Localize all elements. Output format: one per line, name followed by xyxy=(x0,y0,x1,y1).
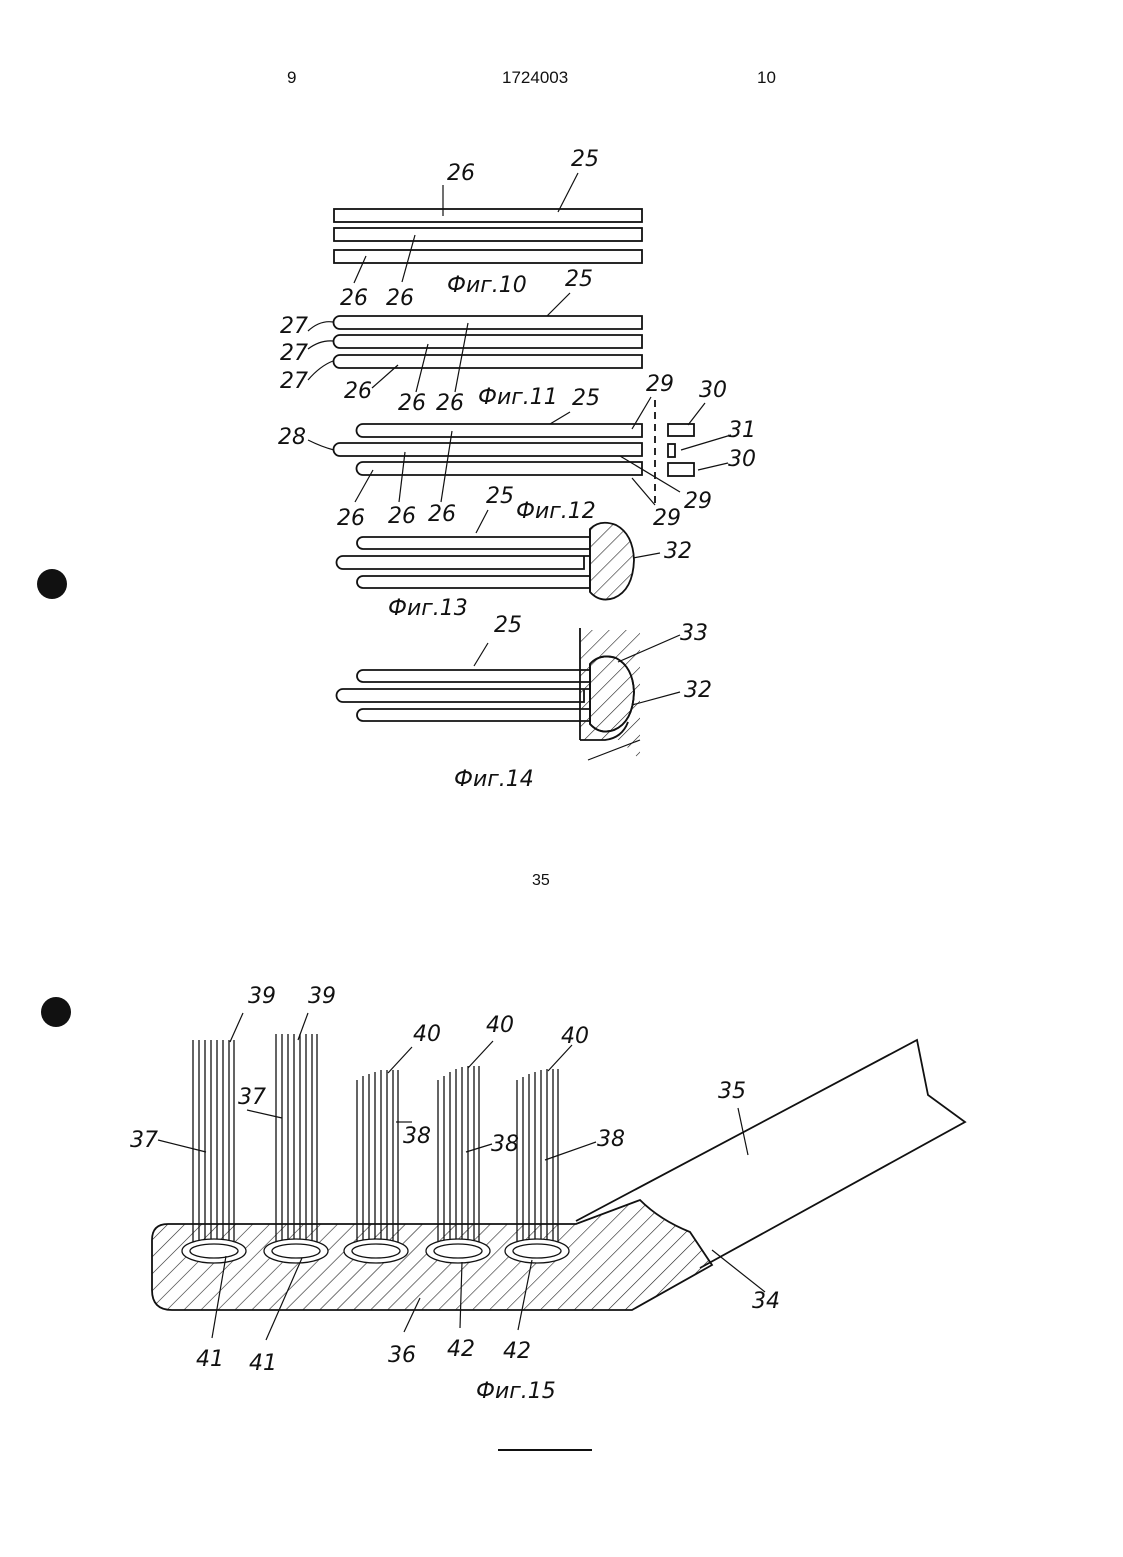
fig12-label-29b: 29 xyxy=(684,489,712,514)
fig12-label-26b: 26 xyxy=(388,504,416,529)
fig15-label-40a: 40 xyxy=(413,1022,441,1047)
fig11-label-27b: 27 xyxy=(280,341,308,366)
fig11-label-27a: 27 xyxy=(280,314,308,339)
punch-hole-bottom xyxy=(41,997,71,1027)
fig15-label-40c: 40 xyxy=(561,1024,589,1049)
fig15-label-35: 35 xyxy=(718,1079,746,1104)
fig12-label-26a: 26 xyxy=(337,506,365,531)
fig15-label-36: 36 xyxy=(388,1343,416,1368)
fig12-label-28: 28 xyxy=(278,425,306,450)
fig12-label-29a: 29 xyxy=(646,372,674,397)
fig15-label-41b: 41 xyxy=(249,1351,277,1376)
fig10-label-25: 25 xyxy=(571,147,599,172)
fig11-label-26b: 26 xyxy=(398,391,426,416)
fig12-label-26c: 26 xyxy=(428,502,456,527)
fig14-caption: Фиг.14 xyxy=(454,767,534,792)
fig15-caption: Фиг.15 xyxy=(476,1379,556,1404)
fig10-label-26c: 26 xyxy=(340,286,368,311)
fig15-label-41a: 41 xyxy=(196,1347,224,1372)
fig14-label-33: 33 xyxy=(680,621,708,646)
fig14-label-32: 32 xyxy=(684,678,712,703)
fig12-caption: Фиг.12 xyxy=(516,499,596,524)
figure-10 xyxy=(334,173,642,283)
fig10-label-26a: 26 xyxy=(447,161,475,186)
figure-14 xyxy=(337,628,680,760)
figure-13 xyxy=(337,510,660,600)
fig11-caption: Фиг.11 xyxy=(478,385,558,410)
fig12-label-31: 31 xyxy=(728,418,756,443)
fig15-label-37b: 37 xyxy=(238,1085,266,1110)
fig15-label-38c: 38 xyxy=(597,1127,625,1152)
fig15-label-42b: 42 xyxy=(503,1339,531,1364)
fig15-label-40b: 40 xyxy=(486,1013,514,1038)
fig11-label-25: 25 xyxy=(565,267,593,292)
fig15-label-42a: 42 xyxy=(447,1337,475,1362)
figure-12 xyxy=(308,397,731,508)
fig11-label-26c: 26 xyxy=(436,391,464,416)
fig11-label-26a: 26 xyxy=(344,379,372,404)
fig15-label-39a: 39 xyxy=(248,984,276,1009)
fig13-label-25: 25 xyxy=(486,484,514,509)
fig15-label-37a: 37 xyxy=(130,1128,158,1153)
fig12-label-30b: 30 xyxy=(728,447,756,472)
fig15-label-34: 34 xyxy=(752,1289,780,1314)
fig12-label-30a: 30 xyxy=(699,378,727,403)
fig14-label-25: 25 xyxy=(494,613,522,638)
fig15-label-38a: 38 xyxy=(403,1124,431,1149)
fig12-label-29c: 29 xyxy=(653,506,681,531)
fig12-label-25: 25 xyxy=(572,386,600,411)
fig10-caption: Фиг.10 xyxy=(447,273,527,298)
fig11-label-27c: 27 xyxy=(280,369,308,394)
fig15-label-39b: 39 xyxy=(308,984,336,1009)
fig13-caption: Фиг.13 xyxy=(388,596,468,621)
fig15-label-38b: 38 xyxy=(491,1132,519,1157)
fig10-label-26b: 26 xyxy=(386,286,414,311)
punch-hole-top xyxy=(37,569,67,599)
figure-15 xyxy=(152,1013,965,1340)
fig13-label-32: 32 xyxy=(664,539,692,564)
